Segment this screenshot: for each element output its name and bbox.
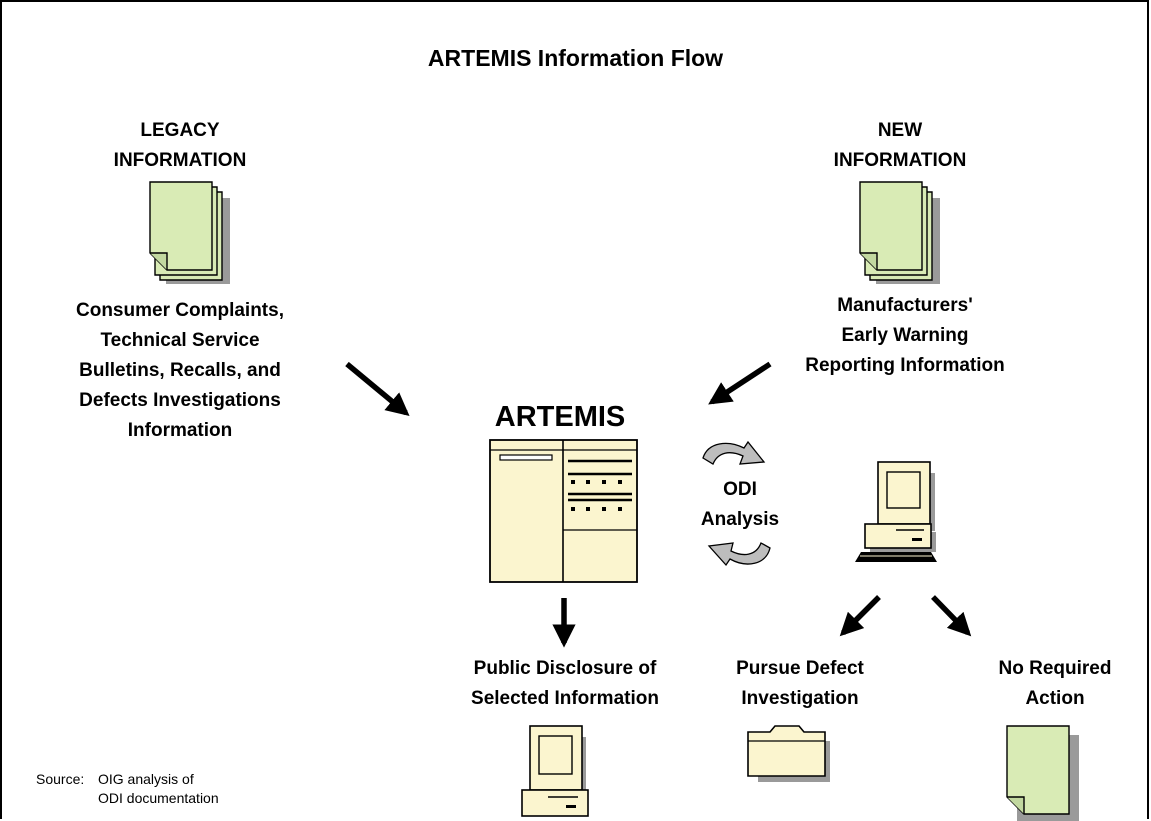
artemis-server-icon	[489, 439, 638, 583]
outcome-pursue-investigation: Pursue Defect Investigation	[736, 658, 864, 709]
new-info-heading: NEW INFORMATION	[833, 120, 967, 171]
source-key: Source:	[36, 771, 85, 787]
source-value: OIG analysis of ODI documentation	[98, 771, 219, 806]
odi-analysis-label: ODI Analysis	[700, 479, 780, 530]
folder-icon	[747, 725, 830, 782]
computer-to-pursue-arrow	[839, 595, 881, 637]
new-documents-icon	[859, 181, 940, 284]
outcome-public-disclosure: Public Disclosure of Selected Informatio…	[471, 658, 659, 709]
new-to-artemis-arrow	[708, 361, 772, 405]
legacy-description: Consumer Complaints, Technical Service B…	[76, 300, 284, 441]
legacy-documents-icon	[149, 181, 230, 284]
public-computer-icon	[521, 725, 589, 817]
diagram-title: ARTEMIS Information Flow	[427, 45, 724, 71]
no-action-document-icon	[1006, 725, 1079, 821]
artemis-label: ARTEMIS	[494, 401, 626, 433]
new-info-description: Manufacturers' Early Warning Reporting I…	[805, 295, 1005, 376]
cycle-arrow-bottom-icon	[707, 542, 771, 567]
cycle-arrow-top-icon	[702, 440, 766, 465]
analyst-computer-icon	[855, 461, 937, 562]
outcome-no-action: No Required Action	[998, 658, 1112, 709]
legacy-heading: LEGACY INFORMATION	[113, 120, 247, 171]
computer-to-no-action-arrow	[931, 595, 972, 637]
legacy-to-artemis-arrow	[345, 361, 410, 416]
